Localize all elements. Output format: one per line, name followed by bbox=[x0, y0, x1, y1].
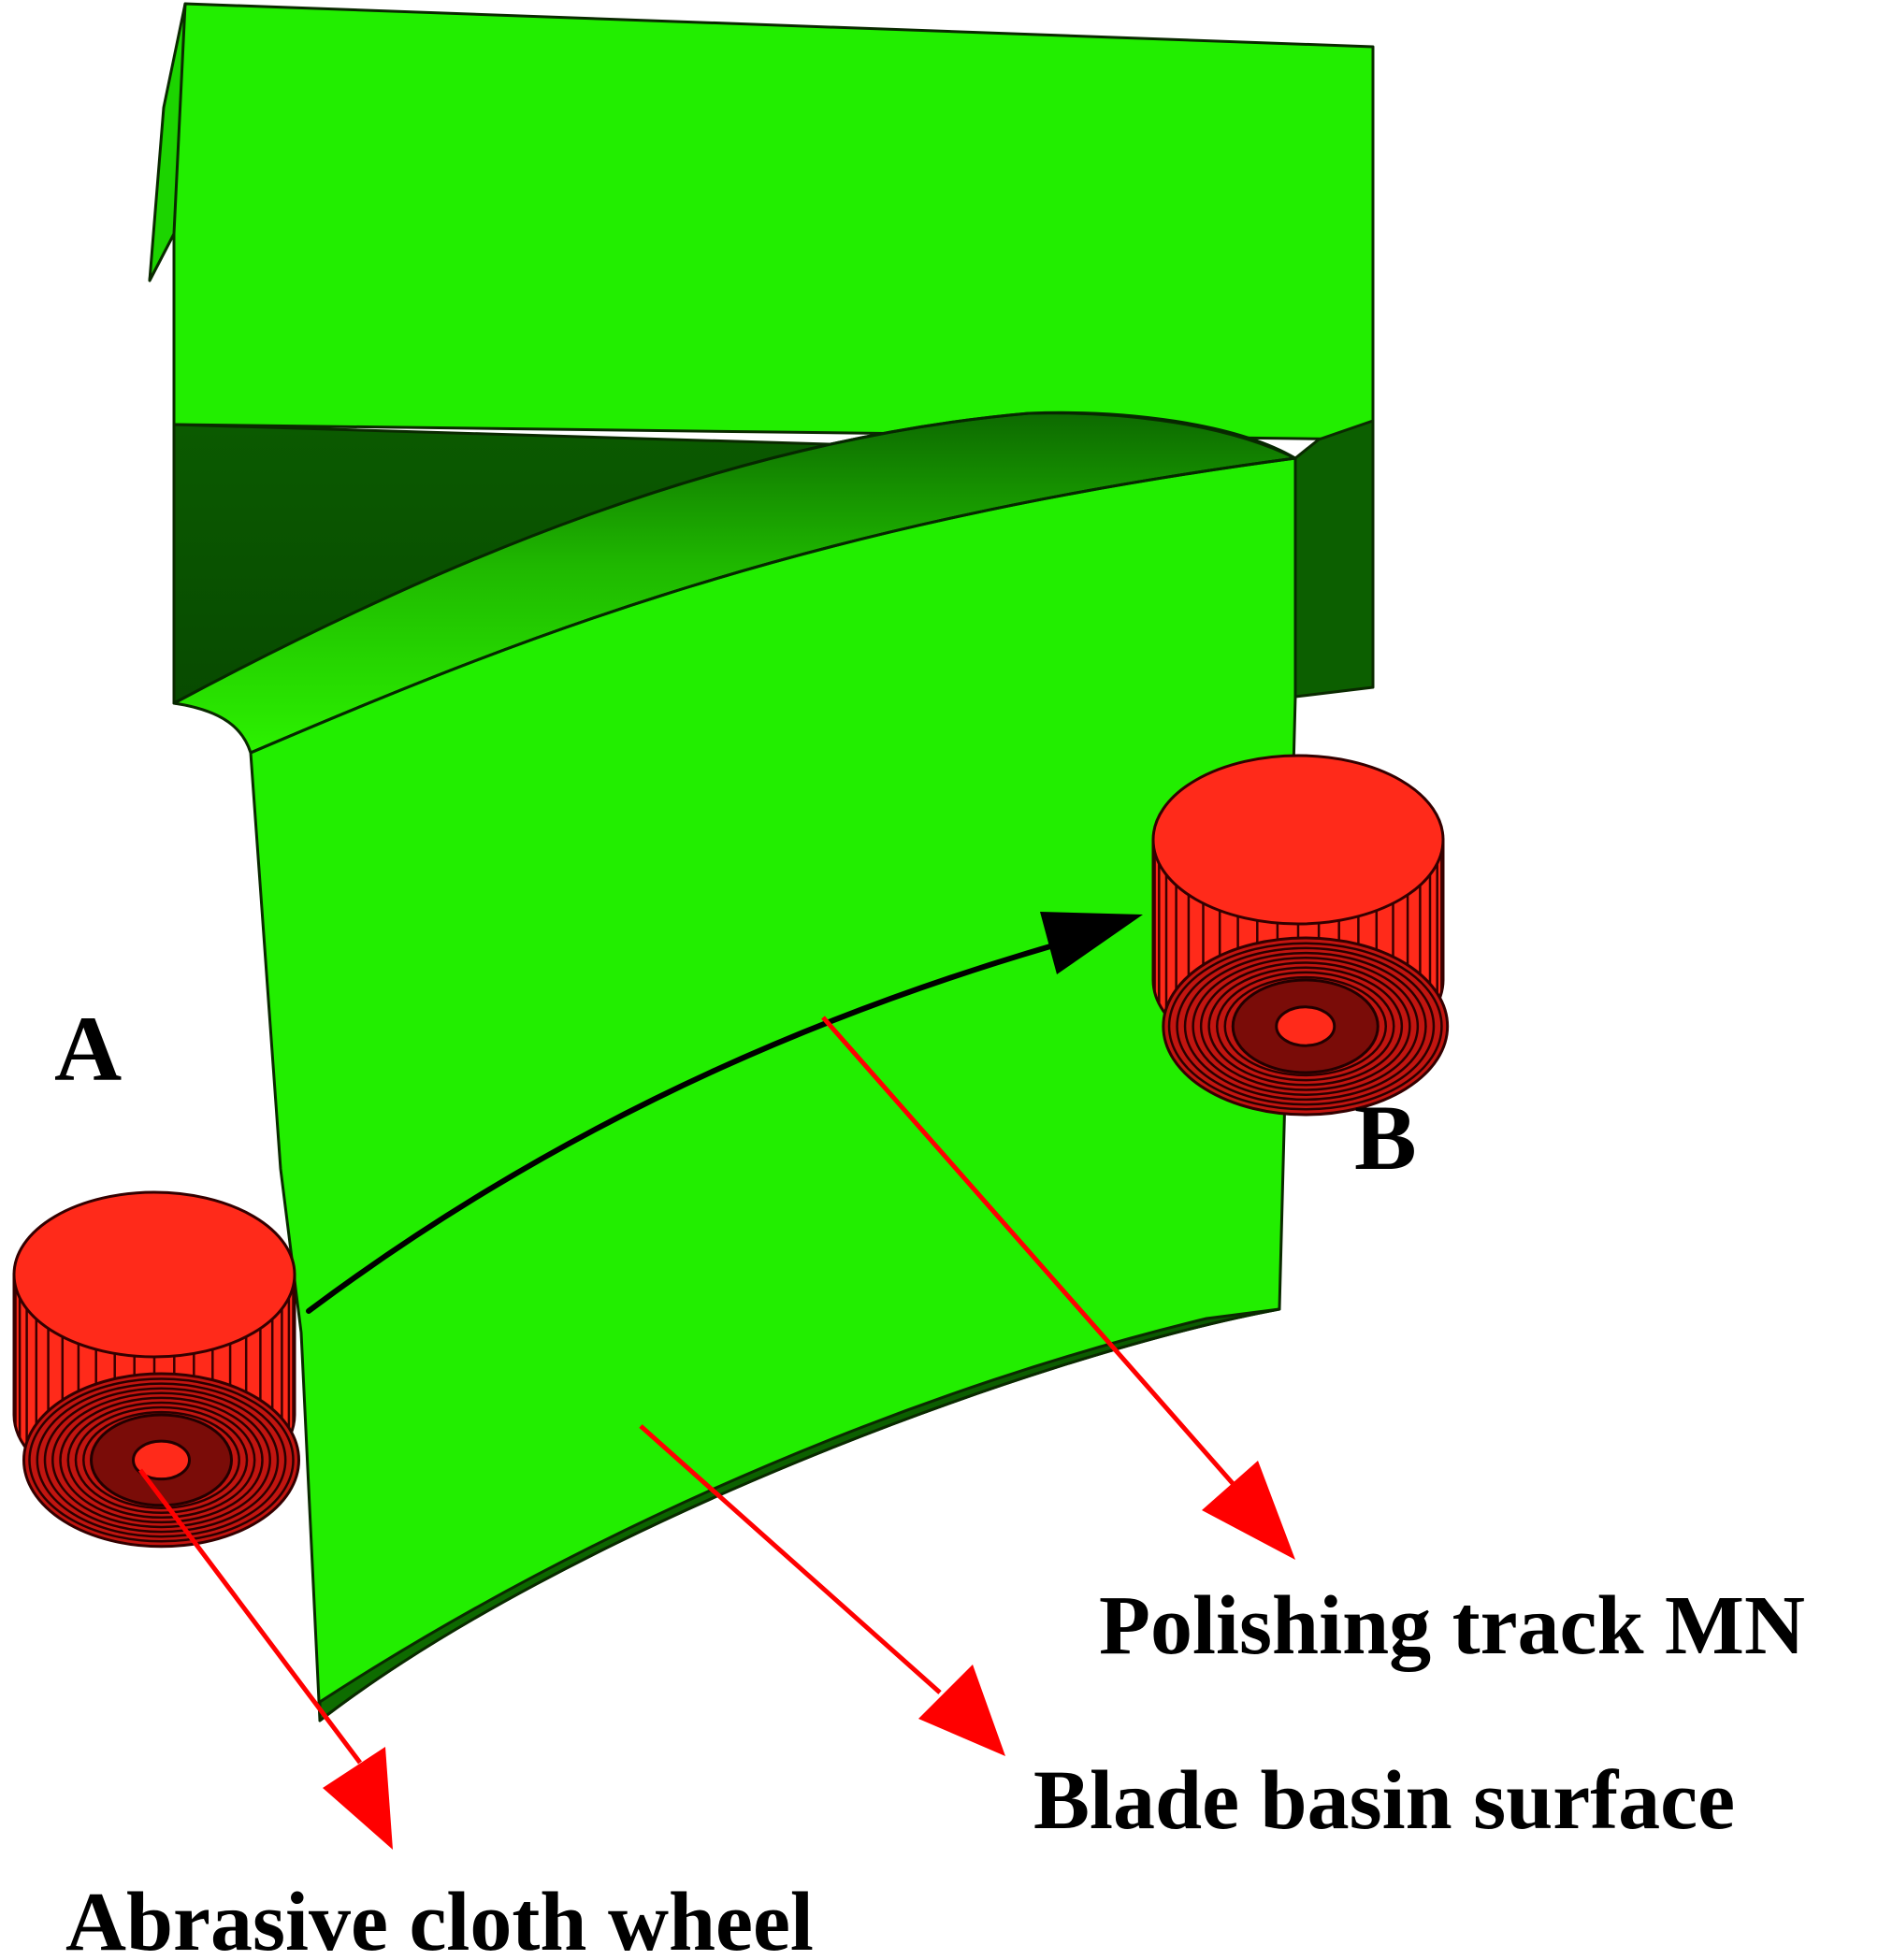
leader-arrow-track-line bbox=[821, 1016, 1246, 1498]
leader-arrow-wheel-head bbox=[323, 1747, 393, 1850]
leader-arrow-basin-line bbox=[639, 1424, 942, 1694]
label-b: B bbox=[1354, 1086, 1417, 1189]
wheel-b-end-ring bbox=[1183, 951, 1427, 1102]
polishing-track-curve bbox=[306, 942, 1060, 1314]
wheel-a-center-hole bbox=[132, 1439, 191, 1481]
wheel-a-end-ring bbox=[28, 1377, 295, 1543]
wheel-b-end-ring bbox=[1176, 946, 1436, 1106]
leader-arrows bbox=[138, 1016, 1295, 1850]
wheel-a-end-ring bbox=[43, 1387, 280, 1534]
polishing-track-arrow bbox=[306, 912, 1143, 1314]
wheel-a-end-ring bbox=[82, 1410, 240, 1509]
blade-edge-line-1 bbox=[250, 456, 1296, 755]
wheel-a-end-ring bbox=[51, 1391, 271, 1529]
wheel-a-end-ring bbox=[36, 1382, 287, 1538]
abrasive-wheel-b bbox=[1151, 754, 1450, 1117]
blade-platform-top bbox=[148, 2, 1375, 441]
wheel-a-end-ring bbox=[74, 1405, 249, 1515]
wheel-a-end-ring bbox=[59, 1396, 264, 1524]
wheel-b-end-ring bbox=[1199, 961, 1411, 1091]
leader-arrow-wheel-line bbox=[138, 1468, 362, 1765]
leader-arrow-track-head bbox=[1202, 1461, 1295, 1560]
polishing-track-arrowhead bbox=[1040, 912, 1143, 974]
blade-platform-side bbox=[148, 2, 187, 282]
label-polishing-track: Polishing track MN bbox=[1099, 1579, 1805, 1672]
wheel-b-center-hole bbox=[1275, 1005, 1336, 1047]
label-abrasive-cloth-wheel: Abrasive cloth wheel bbox=[65, 1876, 814, 1960]
blade-edge-line-2 bbox=[173, 411, 1296, 705]
wheel-b-end-ring bbox=[1223, 975, 1387, 1077]
label-a: A bbox=[54, 997, 122, 1101]
wheel-b-top-rim bbox=[1151, 754, 1445, 926]
wheel-a-top-rim bbox=[12, 1190, 296, 1359]
blade-right-block bbox=[1293, 419, 1375, 699]
abrasive-wheel-a bbox=[12, 1190, 300, 1549]
wheel-b-end-ring bbox=[1207, 966, 1404, 1087]
leader-arrow-basin-head bbox=[918, 1665, 1005, 1756]
label-blade-basin-surface: Blade basin surface bbox=[1033, 1754, 1735, 1847]
wheel-b-end-ring bbox=[1192, 957, 1420, 1096]
wheel-a-end-ring bbox=[66, 1401, 256, 1520]
wheel-b-end-ring bbox=[1216, 971, 1395, 1082]
wheel-b-end-ring bbox=[1167, 942, 1443, 1111]
blade-model bbox=[148, 2, 1375, 1722]
blade-bottom-edge bbox=[318, 1307, 1281, 1722]
